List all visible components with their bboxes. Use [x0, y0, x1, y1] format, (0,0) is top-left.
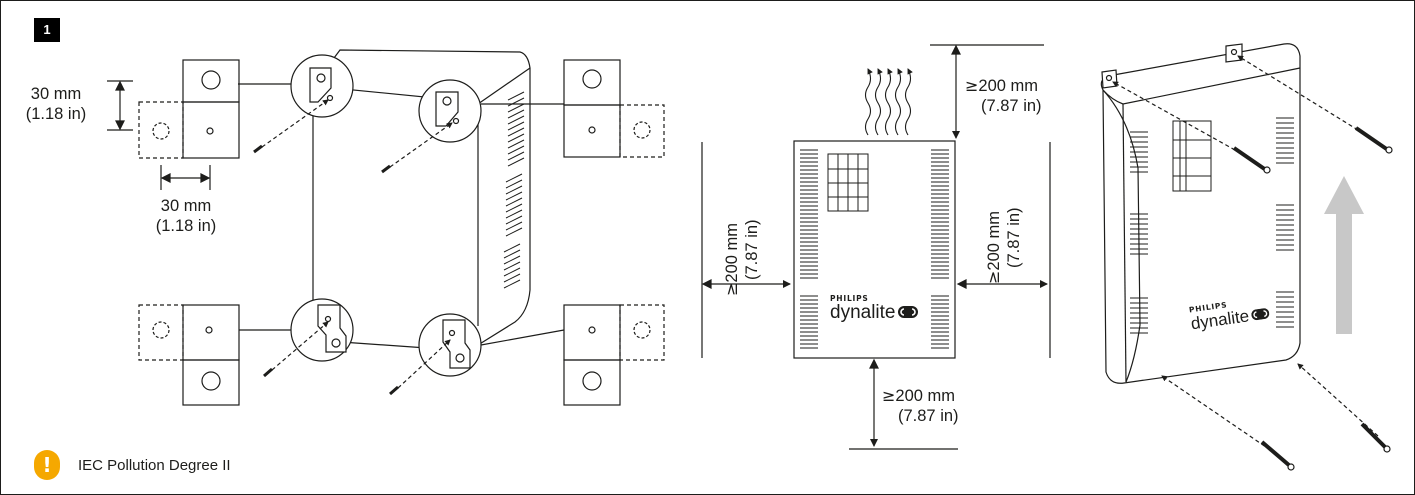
dynalite-logo-icon [897, 306, 918, 318]
mounting-screw-upper-right [1237, 55, 1393, 154]
lift-direction-arrow [1324, 176, 1364, 334]
screw-top-right [381, 122, 453, 174]
bracket-detail-figure [107, 49, 665, 406]
bracket-zoom-bottom-left [239, 298, 354, 362]
brand-logo-3d: PHILIPS dynalite [1188, 295, 1270, 333]
brand-product: dynalite [830, 303, 918, 322]
left-clearance-metric: 200 mm [723, 222, 741, 283]
bottom-clearance-metric: 200 mm [895, 387, 956, 405]
left-clearance-label: ≥200 mm (7.87 in) [722, 186, 764, 296]
vent-slots [800, 149, 949, 349]
right-clearance-dimension [956, 142, 1051, 358]
top-clearance-metric: 200 mm [978, 77, 1039, 95]
housing-3d [1100, 43, 1301, 384]
clearance-figure [701, 44, 1051, 450]
horizontal-spacing-label: 30 mm (1.18 in) [136, 196, 236, 236]
right-clearance-metric: 200 mm [985, 210, 1003, 271]
brand-maker: PHILIPS [830, 294, 869, 303]
caution-text: IEC Pollution Degree II [78, 456, 231, 474]
bottom-clearance-label: ≥200 mm (7.87 in) [882, 386, 959, 426]
bracket-zoom-top-right [418, 79, 564, 143]
top-clearance-imperial: (7.87 in) [981, 97, 1042, 115]
bottom-clearance-dimension [849, 358, 958, 450]
bottom-clearance-symbol: ≥ [882, 386, 896, 405]
left-clearance-symbol: ≥ [722, 282, 741, 296]
bracket-template-top-right [563, 59, 665, 158]
vertical-spacing-dimension [107, 80, 133, 131]
bracket-template-bottom-left [138, 304, 240, 406]
brand-product-3d: dynalite [1190, 304, 1270, 333]
top-clearance-label: ≥200 mm (7.87 in) [965, 76, 1042, 116]
terminal-block [827, 153, 869, 212]
right-clearance-imperial: (7.87 in) [1005, 207, 1023, 268]
left-clearance-imperial: (7.87 in) [743, 219, 761, 280]
right-clearance-symbol: ≥ [984, 270, 1003, 284]
brand-product-name: dynalite [830, 302, 896, 323]
bracket-zoom-top-left [238, 54, 354, 118]
vents-3d [1130, 117, 1294, 334]
brand-logo-front: PHILIPS dynalite [830, 294, 918, 322]
mounting-screw-upper-middle [1112, 81, 1271, 174]
screw-bottom-right [389, 339, 451, 396]
mounting-figure [1100, 43, 1393, 471]
top-clearance-dimension [930, 44, 1044, 139]
horizontal-spacing-imperial: (1.18 in) [155, 217, 217, 235]
bracket-template-top-left [138, 59, 240, 159]
heat-wave-arrows [864, 68, 913, 136]
left-clearance-dimension [701, 142, 791, 358]
bracket-template-bottom-right [563, 304, 665, 406]
screw-top-left [253, 99, 329, 154]
top-clearance-symbol: ≥ [965, 76, 979, 95]
vertical-spacing-label: 30 mm (1.18 in) [10, 84, 102, 124]
caution-note: ! IEC Pollution Degree II [34, 450, 231, 480]
terminal-block-3d [1172, 120, 1212, 192]
horizontal-spacing-dimension [160, 165, 211, 190]
horizontal-spacing-metric: 30 mm [160, 197, 212, 215]
mounting-screw-lower-middle [1161, 375, 1295, 471]
vertical-spacing-imperial: (1.18 in) [25, 105, 87, 123]
housing-body [312, 49, 531, 351]
unit-front-view [793, 140, 956, 359]
dynalite-logo-icon [1250, 308, 1269, 321]
right-clearance-label: ≥200 mm (7.87 in) [984, 174, 1026, 284]
bottom-clearance-imperial: (7.87 in) [898, 407, 959, 425]
vertical-spacing-metric: 30 mm [30, 85, 82, 103]
mounting-screw-lower-right [1297, 363, 1391, 453]
step-number-badge: 1 [34, 18, 60, 42]
bracket-zoom-bottom-right [418, 313, 565, 377]
screw-bottom-left [263, 321, 329, 378]
exclamation-icon: ! [34, 450, 60, 480]
